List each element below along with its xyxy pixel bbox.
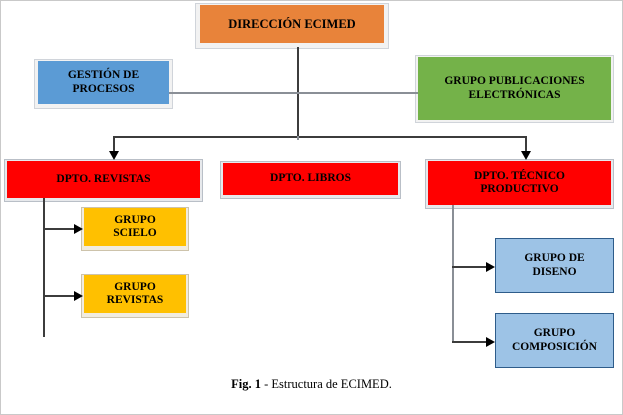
node-dpto-tecnico-line1: DPTO. TÉCNICO [474, 169, 565, 182]
connector-drop-revistas [113, 136, 115, 153]
node-grupo-publicaciones-line1: GRUPO PUBLICACIONES [444, 75, 585, 88]
node-grupo-composicion-line1: GRUPO [533, 327, 576, 340]
node-gestion-procesos-line2: PROCESOS [72, 82, 135, 95]
node-grupo-de-diseno-line1: GRUPO DE [524, 252, 585, 265]
figure-caption-label: Fig. 1 [231, 377, 261, 391]
node-grupo-scielo-line2: SCIELO [113, 227, 157, 239]
arrow-right-scielo [74, 224, 83, 234]
node-grupo-revistas[interactable]: GRUPO REVISTAS [84, 275, 186, 313]
arrow-down-tecnico [521, 151, 531, 160]
node-gestion-procesos[interactable]: GESTIÓN DE PROCESOS [38, 61, 169, 104]
node-grupo-revistas-line1: GRUPO [114, 280, 156, 293]
node-grupo-de-diseno[interactable]: GRUPO DE DISENO [495, 238, 614, 293]
node-grupo-publicaciones-line2: ELECTRÓNICAS [468, 88, 561, 101]
arrow-down-revistas [109, 151, 119, 160]
node-dpto-tecnico-line2: PRODUCTIVO [480, 183, 559, 195]
connector-tecnico-to-composicion [452, 341, 487, 343]
node-dpto-libros-label: DPTO. LIBROS [270, 172, 351, 185]
node-grupo-scielo[interactable]: GRUPO SCIELO [84, 208, 186, 246]
connector-revistas-to-scielo [43, 228, 75, 230]
node-grupo-de-diseno-line2: DISENO [532, 265, 577, 278]
arrow-right-composicion [486, 337, 495, 347]
connector-level3-bus [113, 136, 527, 138]
connector-tecnico-spine [452, 203, 454, 343]
node-direccion-ecimed-label: DIRECCIÓN ECIMED [228, 16, 356, 31]
connector-level2-horizontal [167, 92, 418, 94]
node-dpto-revistas-label: DPTO. REVISTAS [56, 172, 151, 185]
node-dpto-revistas[interactable]: DPTO. REVISTAS [7, 161, 200, 198]
node-direccion-ecimed[interactable]: DIRECCIÓN ECIMED [200, 5, 384, 43]
figure-caption: Fig. 1 - Estructura de ECIMED. [1, 377, 622, 392]
node-dpto-libros[interactable]: DPTO. LIBROS [223, 163, 398, 195]
figure-caption-text: - Estructura de ECIMED. [260, 377, 392, 391]
node-dpto-tecnico-productivo[interactable]: DPTO. TÉCNICO PRODUCTIVO [428, 161, 611, 205]
arrow-right-grupo-revistas [74, 291, 83, 301]
connector-revistas-to-grupo-revistas [43, 295, 75, 297]
node-grupo-publicaciones-electronicas[interactable]: GRUPO PUBLICACIONES ELECTRÓNICAS [418, 57, 611, 120]
connector-drop-libros [297, 136, 299, 140]
connector-drop-tecnico [525, 136, 527, 153]
node-grupo-composicion[interactable]: GRUPO COMPOSICIÓN [495, 313, 614, 368]
connector-tecnico-to-diseno [452, 266, 487, 268]
arrow-right-diseno [486, 262, 495, 272]
connector-revistas-spine [43, 197, 45, 337]
node-gestion-procesos-line1: GESTIÓN DE [67, 69, 140, 82]
node-grupo-scielo-line1: GRUPO [114, 213, 156, 226]
node-grupo-revistas-line2: REVISTAS [106, 294, 164, 306]
node-grupo-composicion-line2: COMPOSICIÓN [512, 340, 597, 353]
